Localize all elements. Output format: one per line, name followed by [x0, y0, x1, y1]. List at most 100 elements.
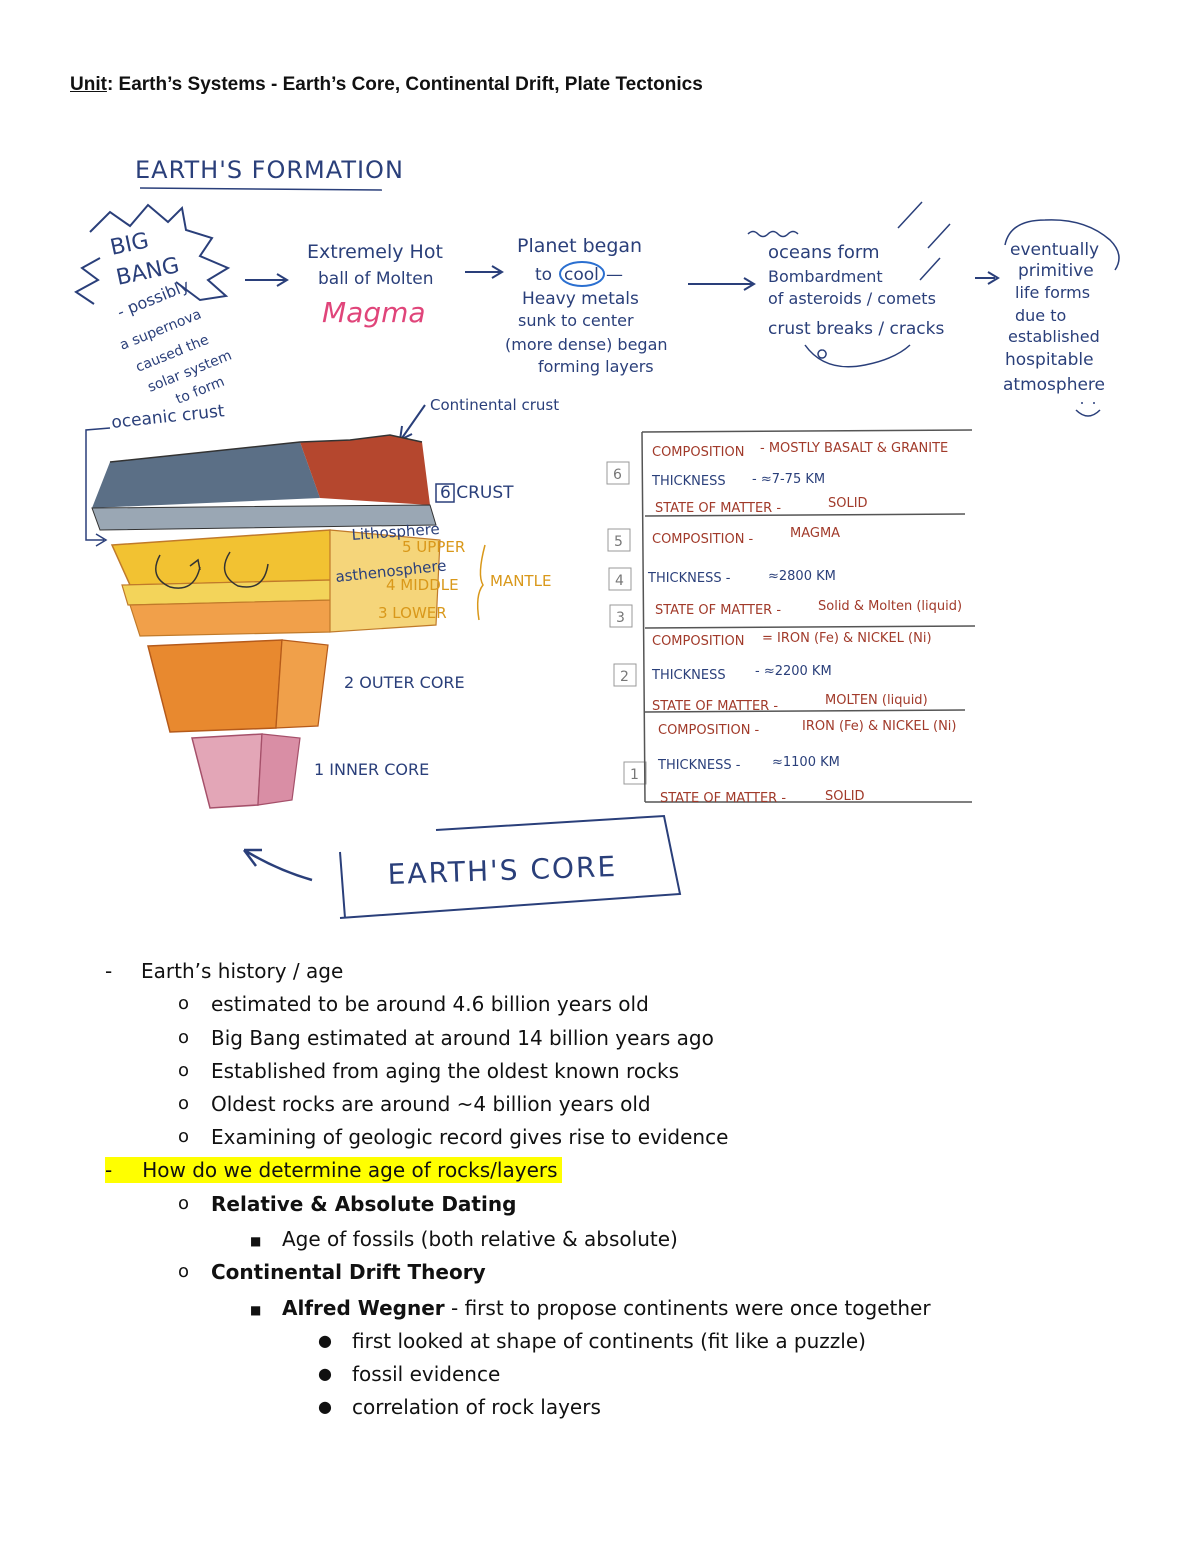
step3-line4: sunk to center: [518, 311, 634, 330]
step3-dash: —: [606, 265, 623, 285]
wegner-line: Alfred Wegner - first to propose contine…: [282, 1295, 931, 1321]
t1-value: - MOSTLY BASALT & GRANITE: [760, 441, 948, 456]
title-underline: [139, 187, 383, 191]
cool-circle: [559, 261, 605, 287]
core-box-frame: [339, 814, 682, 919]
upper-label: 5 UPPER: [402, 538, 465, 556]
num-box-1: [623, 761, 647, 785]
upper-mantle: [110, 529, 333, 586]
big-bang-burst: [74, 203, 231, 305]
unit-label: Unit: [70, 74, 107, 95]
t11-label: THICKNESS -: [657, 758, 741, 773]
circle-bullet: o: [178, 993, 190, 1014]
crust-lower: [91, 504, 437, 531]
earth-formation-sketch: EARTH'S FORMATION BIG BANG - possibly a …: [74, 156, 1120, 919]
step5-line7: atmosphere: [1003, 375, 1105, 395]
step4-line4: crust breaks / cracks: [768, 319, 945, 339]
big-bang-line1: BIG: [108, 228, 151, 260]
step3-line6: forming layers: [538, 357, 654, 376]
crust-red: [300, 435, 430, 505]
step5-line4: due to: [1015, 306, 1066, 325]
step3-line3: Heavy metals: [522, 289, 639, 309]
t8-value: - ≈2200 KM: [755, 664, 832, 679]
num-box-2: [613, 663, 637, 687]
step5-line1: eventually: [1010, 240, 1099, 260]
outer-core-label: 2 OUTER CORE: [344, 673, 465, 692]
num-1: 1: [630, 767, 639, 783]
dash-bullet: -: [105, 1158, 113, 1182]
arrow-1: [245, 273, 289, 287]
arrow-4: [975, 271, 1000, 285]
convection-arrows: [155, 551, 269, 589]
mantle-label: MANTLE: [490, 572, 551, 590]
dash-bullet: -: [105, 959, 113, 983]
step4-line2: Bombardment: [768, 267, 883, 286]
mantle-right: [329, 529, 441, 633]
wegner-description: - first to propose continents were once …: [444, 1296, 931, 1320]
t1-label: COMPOSITION: [652, 445, 744, 460]
middle-label: 4 MIDDLE: [386, 576, 459, 594]
crust-top-line: [109, 434, 423, 463]
num-2: 2: [620, 669, 629, 685]
sub-item-4: Oldest rocks are around ~4 billion years…: [211, 1092, 651, 1116]
continental-arrow: [398, 404, 426, 442]
t11-value: ≈1100 KM: [772, 755, 840, 770]
outer-core-left: [147, 639, 283, 733]
formation-title: EARTH'S FORMATION: [135, 156, 404, 184]
circle-bullet: o: [178, 1126, 190, 1147]
lower-mantle: [129, 599, 335, 637]
arrow-2: [465, 265, 504, 279]
lower-label: 3 LOWER: [378, 604, 447, 622]
square-bullet: ■: [250, 1303, 262, 1317]
step3-cool: cool: [564, 265, 599, 285]
wegner-name: Alfred Wegner: [282, 1296, 445, 1320]
step3-to: to: [535, 265, 552, 285]
num-box-5: [607, 528, 631, 552]
t3-value: SOLID: [828, 496, 868, 511]
fossil-age: Age of fossils (both relative & absolute…: [282, 1227, 678, 1251]
t9-value: MOLTEN (liquid): [825, 693, 928, 708]
continental-drift-theory: Continental Drift Theory: [211, 1260, 486, 1284]
num-4: 4: [615, 573, 624, 589]
sub-item-2: Big Bang estimated at around 14 billion …: [211, 1026, 714, 1050]
num-3: 3: [616, 610, 625, 626]
step4-line1: oceans form: [768, 242, 880, 263]
crust-label: 6 CRUST: [440, 483, 514, 503]
t5-value: ≈2800 KM: [768, 569, 836, 584]
t2-value: - ≈7-75 KM: [752, 472, 825, 487]
t3-label: STATE OF MATTER -: [655, 501, 781, 516]
wegner-point-2: fossil evidence: [352, 1362, 501, 1386]
unit-title: : Earth’s Systems - Earth’s Core, Contin…: [106, 74, 703, 95]
t6-value: Solid & Molten (liquid): [818, 599, 962, 614]
t10-value: IRON (Fe) & NICKEL (Ni): [802, 719, 957, 734]
oceanic-crust-label: oceanic crust: [110, 401, 225, 433]
highlighted-question: - How do we determine age of rocks/layers: [105, 1157, 562, 1183]
t5-label: THICKNESS -: [647, 571, 731, 586]
step2-line2: ball of Molten: [318, 269, 434, 289]
t9-label: STATE OF MATTER -: [652, 699, 778, 714]
arrow-3: [688, 277, 756, 291]
t4-label: COMPOSITION -: [652, 532, 754, 547]
inner-core-right: [257, 733, 301, 806]
wegner-point-1: first looked at shape of continents (fit…: [352, 1329, 866, 1353]
t2-label: THICKNESS: [651, 474, 726, 489]
oceanic-bracket: [85, 427, 111, 547]
num-6: 6: [613, 467, 622, 483]
t10-label: COMPOSITION -: [658, 723, 760, 738]
step2-magma: Magma: [322, 296, 426, 329]
step3-line1: Planet began: [517, 235, 642, 257]
step5-line6: hospitable: [1005, 350, 1094, 370]
age-question: How do we determine age of rocks/layers: [142, 1158, 558, 1182]
num-5: 5: [614, 534, 623, 550]
table-frame: [641, 429, 976, 803]
relative-absolute-dating: Relative & Absolute Dating: [211, 1192, 517, 1216]
history-heading: Earth’s history / age: [141, 959, 344, 983]
waves: [747, 230, 799, 238]
t12-label: STATE OF MATTER -: [660, 791, 786, 806]
square-bullet: ■: [250, 1234, 262, 1248]
t7-value: = IRON (Fe) & NICKEL (Ni): [762, 631, 932, 646]
crust-number-box: [435, 483, 455, 503]
core-box-text: EARTH'S CORE: [387, 850, 618, 891]
sub-item-5: Examining of geologic record gives rise …: [211, 1125, 729, 1149]
outer-core-right: [275, 639, 329, 729]
